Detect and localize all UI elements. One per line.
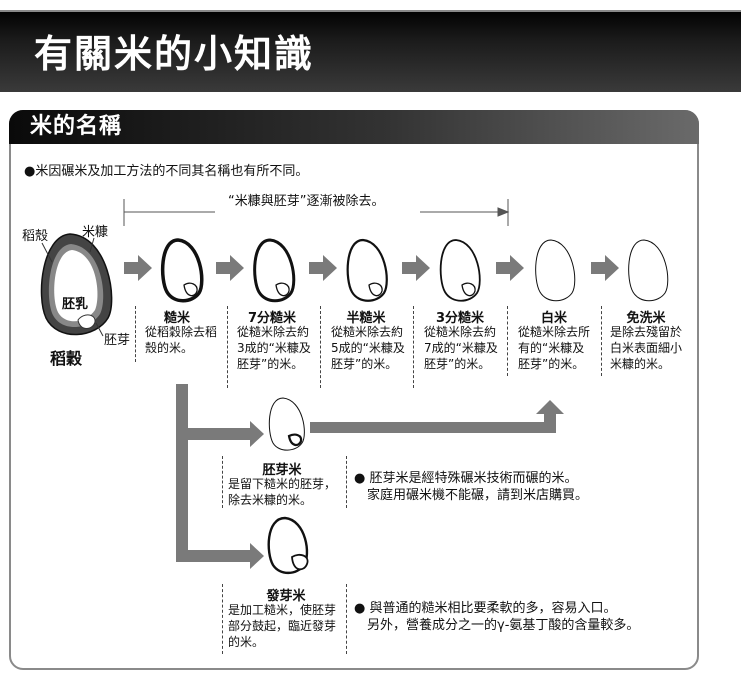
removal-span-line bbox=[123, 199, 510, 226]
stage-arrows bbox=[124, 255, 619, 569]
sprouted-rice-description: 是加工糙米，使胚芽部分鼓起，臨近發芽的米。 bbox=[228, 603, 337, 649]
germ-rice-divider-left bbox=[222, 456, 223, 508]
sprouted-rice-name: 發芽米 bbox=[266, 589, 306, 604]
stage-description: 從糙米除去約5成的“米糠及胚芽”的米。 bbox=[331, 325, 405, 371]
column-divider bbox=[601, 306, 602, 376]
column-divider bbox=[227, 306, 228, 388]
intro-text: ●米因碾米及加工方法的不同其名稱也有所不同。 bbox=[24, 164, 309, 179]
stage-description: 從糙米除去約7成的“米糠及胚芽”的米。 bbox=[424, 325, 498, 371]
stage-description: 從稻穀除去稻殼的米。 bbox=[145, 325, 218, 355]
column-divider bbox=[507, 306, 508, 376]
bran-label: 米糠 bbox=[82, 225, 109, 240]
stage-name: 3分糙米 bbox=[435, 311, 485, 326]
germ-rice-divider-right bbox=[346, 456, 347, 508]
sprouted-rice-note-line1: ● 與普通的糙米相比要柔軟的多，容易入口。 bbox=[354, 601, 617, 616]
stage-name: 7分糙米 bbox=[247, 311, 297, 326]
title-bar-highlight bbox=[0, 10, 741, 12]
stage-name: 半糙米 bbox=[346, 311, 386, 326]
column-divider bbox=[135, 306, 136, 362]
stage-name: 免洗米 bbox=[626, 311, 666, 326]
germ-rice-note-line2: 家庭用碾米機不能碾，請到米店購買。 bbox=[367, 488, 589, 503]
rice-stage-drawings bbox=[160, 238, 669, 575]
removal-note: “米糠與胚芽”逐漸被除去。 bbox=[228, 194, 385, 209]
germ-rice-note-line1: ● 胚芽米是經特殊碾米技術而碾的米。 bbox=[354, 471, 578, 486]
stage-description: 從糙米除去所有的“米糠及胚芽”的米。 bbox=[518, 325, 591, 371]
section-header-bar bbox=[9, 110, 699, 144]
stage-name: 白米 bbox=[540, 311, 567, 326]
grain-caption: 稻穀 bbox=[50, 349, 83, 368]
anatomy-leader-lines bbox=[41, 237, 104, 337]
section-title: 米的名稱 bbox=[30, 114, 123, 139]
page-title: 有關米的小知識 bbox=[34, 32, 315, 76]
sprouted-rice-divider-left bbox=[222, 584, 223, 654]
grain-anatomy-drawing bbox=[40, 233, 113, 336]
germ-rice-name: 胚芽米 bbox=[262, 463, 302, 478]
germ-rice-description: 是留下糙米的胚芽，除去米糠的米。 bbox=[228, 477, 337, 507]
stage-name: 糙米 bbox=[163, 311, 190, 326]
stage-description: 是除去殘留於白米表面細小米糠的米。 bbox=[610, 325, 683, 371]
endosperm-label: 胚乳 bbox=[62, 297, 89, 312]
husk-label: 稻殼 bbox=[22, 229, 49, 244]
column-divider bbox=[320, 306, 321, 388]
title-bar bbox=[0, 10, 741, 92]
sprouted-rice-note-line2: 另外，營養成分之一的γ-氨基丁酸的含量較多。 bbox=[367, 618, 640, 633]
stage-description: 從糙米除去約3成的“米糠及胚芽”的米。 bbox=[237, 325, 311, 371]
germ-label: 胚芽 bbox=[104, 333, 131, 348]
sprouted-rice-divider-right bbox=[346, 584, 347, 654]
column-divider bbox=[413, 306, 414, 388]
